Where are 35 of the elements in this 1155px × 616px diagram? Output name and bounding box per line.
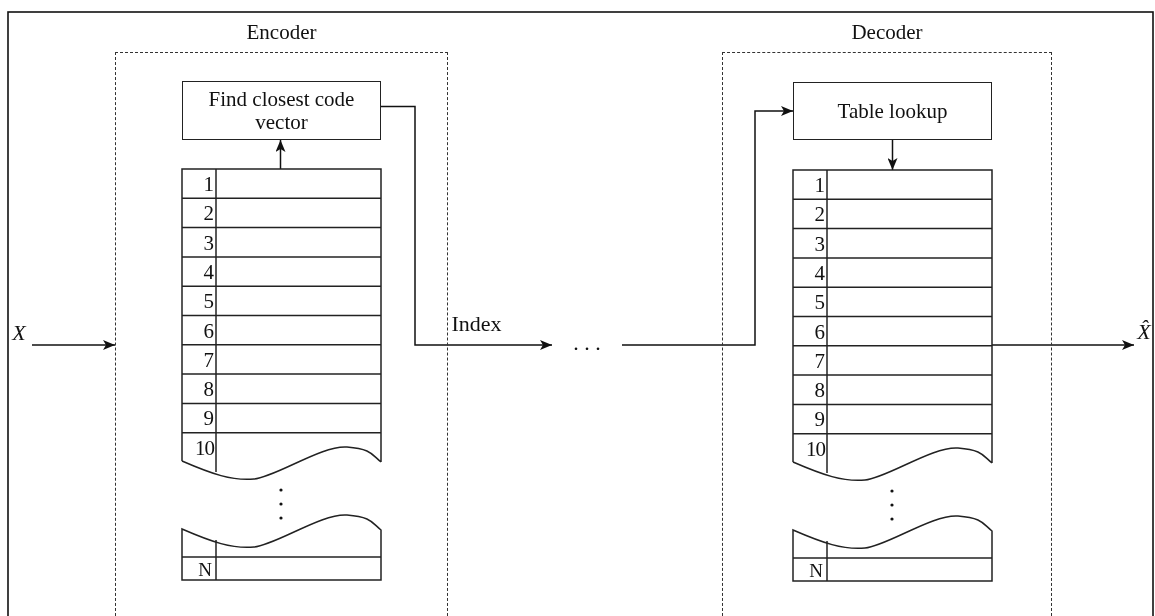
row-number: 10 <box>805 438 825 460</box>
row-number: 1 <box>202 174 214 195</box>
row-number: N <box>808 561 823 580</box>
arrow <box>380 105 553 350</box>
row-number: 8 <box>813 380 825 402</box>
arrow <box>31 340 116 350</box>
arrow <box>621 106 794 346</box>
row-number: 7 <box>813 350 825 372</box>
row-number: 8 <box>202 379 214 401</box>
row-number: 6 <box>813 321 825 343</box>
row-number: 2 <box>813 204 825 226</box>
arrow <box>887 139 898 171</box>
row-number: 3 <box>813 233 825 255</box>
arrow <box>275 139 286 170</box>
row-number: 9 <box>813 409 825 431</box>
row-number: N <box>197 560 212 579</box>
row-number: 5 <box>813 292 825 314</box>
row-number: 4 <box>202 261 214 283</box>
signal-label: X̂ <box>1137 319 1151 345</box>
row-number: 7 <box>202 349 214 371</box>
row-number: 10 <box>194 437 214 459</box>
process-box: Table lookup <box>793 82 992 140</box>
row-number: 6 <box>202 320 214 342</box>
group-title: Decoder <box>850 20 924 45</box>
signal-label: X <box>12 320 26 346</box>
row-number: 3 <box>202 232 214 254</box>
row-number: 4 <box>813 262 825 284</box>
ellipsis: . . . <box>573 330 601 356</box>
row-number: 1 <box>813 175 825 196</box>
group-title: Encoder <box>245 20 318 45</box>
row-number: 9 <box>202 408 214 430</box>
arrow <box>991 340 1135 350</box>
row-number: 2 <box>202 203 214 225</box>
row-number: 5 <box>202 291 214 313</box>
process-box: Find closest code vector <box>182 81 381 140</box>
